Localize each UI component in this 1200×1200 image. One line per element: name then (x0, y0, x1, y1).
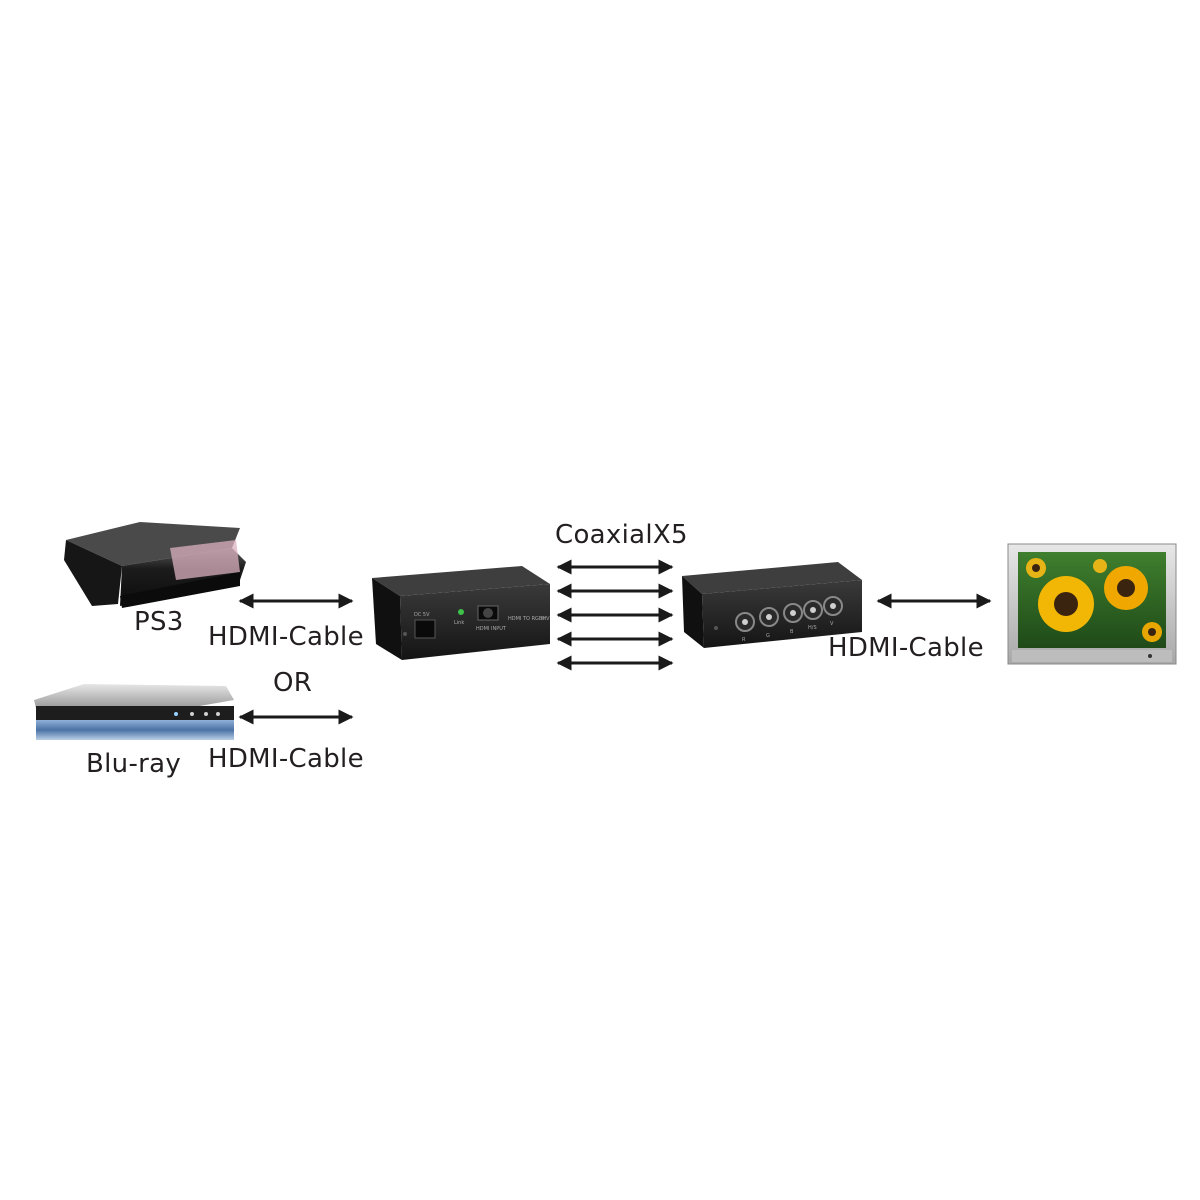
svg-text:V: V (830, 621, 834, 627)
svg-text:B: B (790, 629, 794, 635)
coax-label: CoaxialX5 (555, 520, 688, 550)
svg-text:Link: Link (454, 620, 464, 626)
sunflower-icon (1026, 558, 1162, 642)
television-icon (1007, 543, 1177, 665)
ps3-label: PS3 (134, 607, 184, 637)
svg-text:R: R (742, 637, 746, 643)
svg-text:H/S: H/S (808, 625, 817, 631)
bluray-label: Blu-ray (86, 749, 182, 779)
svg-text:HDMI INPUT: HDMI INPUT (476, 626, 507, 632)
ps3-console-icon (64, 522, 246, 608)
svg-text:G: G (766, 633, 770, 639)
bluray-cable-label: HDMI-Cable (208, 744, 364, 774)
ps3-cable-label: HDMI-Cable (208, 622, 364, 652)
svg-text:DC 5V: DC 5V (414, 612, 430, 618)
tv-cable-label: HDMI-Cable (828, 633, 984, 663)
bluray-player-icon (34, 684, 234, 740)
hdmi-transmitter-box-icon: DC 5V Link HDMI INPUT HDMI TO RGBHV (372, 566, 550, 660)
connection-arrows (238, 559, 992, 725)
rgbhv-receiver-box-icon: R G B H/S V (682, 562, 862, 648)
svg-text:HDMI TO RGBHV: HDMI TO RGBHV (508, 616, 550, 622)
or-label: OR (273, 668, 313, 698)
